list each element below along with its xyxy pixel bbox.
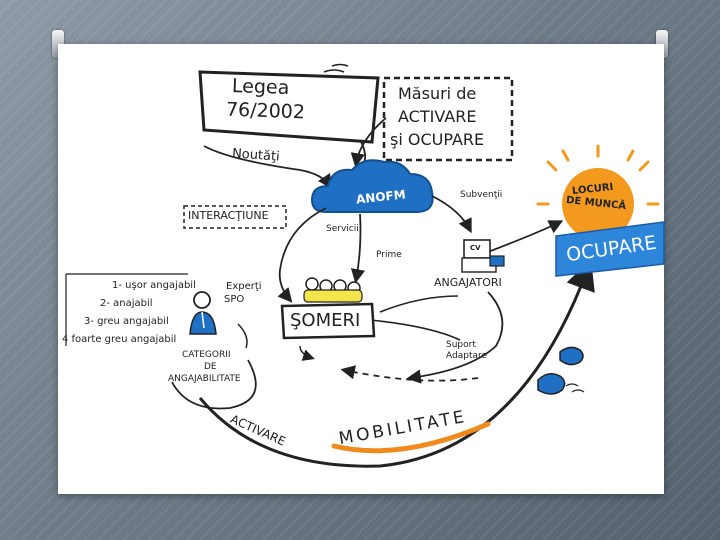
angajatori-label: ANGAJATORI <box>434 276 502 289</box>
someri-label: ŞOMERI <box>290 310 361 331</box>
ocupare-banner <box>555 221 665 277</box>
noutati-label: Noutăţi <box>231 146 281 165</box>
masuri-line2: ACTIVARE <box>398 107 477 126</box>
legea-box <box>198 70 380 144</box>
prime-label: Prime <box>376 250 402 260</box>
suport-line1: Suport <box>446 340 476 350</box>
expert-person-icon <box>189 291 217 335</box>
legea-title-line2: 76/2002 <box>225 98 306 124</box>
subventii-label: Subvenţii <box>460 190 503 200</box>
anofm-cloud <box>310 159 434 213</box>
mobilitate-underline <box>331 421 491 454</box>
categorii-line3: ANGAJABILITATE <box>168 374 241 384</box>
hands-icon <box>537 346 584 395</box>
someri-group-icon <box>303 277 363 303</box>
interactiune-label: INTERACŢIUNE <box>188 209 269 222</box>
someri-box <box>280 302 376 340</box>
servicii-label: Servicii <box>326 224 359 234</box>
sun-icon <box>536 144 660 240</box>
experti-line1: Experţi <box>226 281 262 292</box>
masuri-line3: şi OCUPARE <box>390 130 485 149</box>
masuri-line1: Măsuri de <box>398 84 477 103</box>
categorii-line1: CATEGORII <box>182 350 231 360</box>
experti-line2: SPO <box>224 294 245 305</box>
level-4: 4 foarte greu angajabil <box>62 334 177 345</box>
suport-line2: Adaptare <box>446 351 488 361</box>
cv-label: CV <box>470 244 481 252</box>
level-3: 3- greu angajabil <box>84 316 169 327</box>
level-1: 1- uşor angajabil <box>112 280 196 291</box>
masuri-box <box>382 76 514 162</box>
level-2: 2- anajabil <box>100 298 153 309</box>
legea-title-line1: Legea <box>231 75 290 99</box>
employer-computer-icon <box>461 239 505 273</box>
categorii-line2: DE <box>204 362 217 372</box>
interactiune-box <box>183 205 287 229</box>
